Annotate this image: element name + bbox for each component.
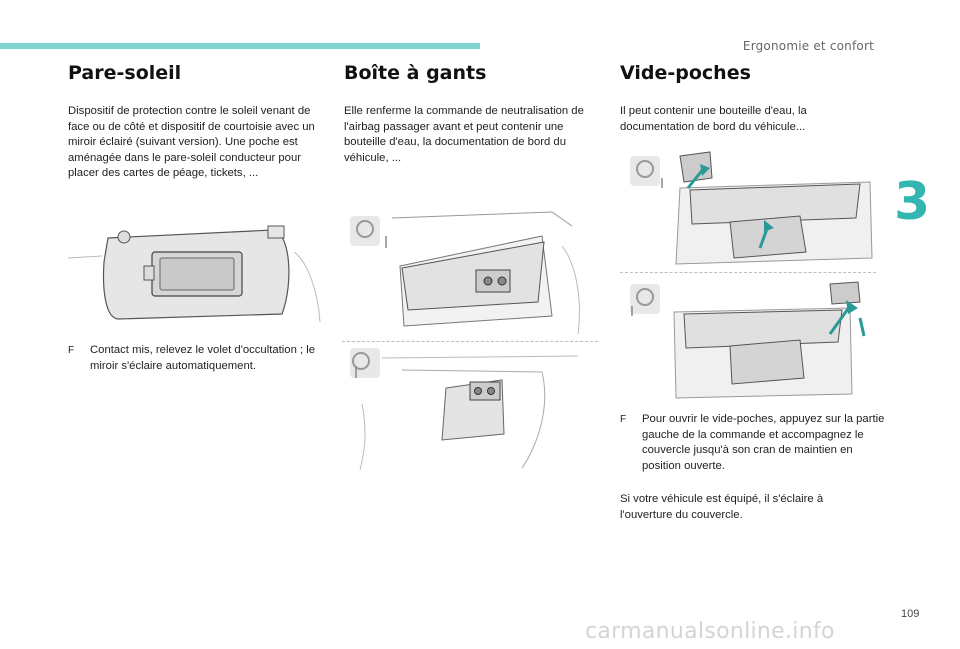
heading-pare-soleil: Pare-soleil bbox=[68, 62, 182, 84]
steering-wheel-icon bbox=[630, 156, 663, 188]
storage-tray-illustration-bottom bbox=[630, 281, 866, 399]
column-pare-soleil: Pare-soleil Dispositif de protection con… bbox=[68, 62, 323, 182]
header-accent-bar bbox=[0, 43, 480, 49]
steering-wheel-icon bbox=[350, 216, 387, 248]
column-boite-a-gants: Boîte à gants Elle renferme la commande … bbox=[344, 62, 599, 166]
bullet-text-pare-soleil: Contact mis, relevez le volet d'occultat… bbox=[90, 344, 316, 372]
glovebox-illustration-top bbox=[350, 211, 580, 335]
paragraph-vide-poches: Il peut contenir une bouteille d'eau, la… bbox=[620, 105, 807, 133]
separator-dashed bbox=[342, 341, 598, 342]
paragraph-pare-soleil: Dispositif de protection contre le solei… bbox=[68, 105, 315, 180]
bullet-pare-soleil: F Contact mis, relevez le volet d'occult… bbox=[68, 343, 340, 374]
heading-vide-poches: Vide-poches bbox=[620, 62, 751, 84]
bullet-text-vide-poches: Pour ouvrir le vide-poches, appuyez sur … bbox=[642, 413, 885, 472]
steering-wheel-icon bbox=[350, 348, 380, 378]
paragraph-vide-poches-note: Si votre véhicule est équipé, il s'éclai… bbox=[620, 493, 824, 521]
watermark: carmanualsonline.info bbox=[585, 619, 835, 644]
chapter-number: 3 bbox=[894, 172, 931, 232]
bullet-vide-poches: F Pour ouvrir le vide-poches, appuyez su… bbox=[620, 412, 894, 474]
page-number: 109 bbox=[901, 608, 920, 620]
glovebox-illustration-bottom bbox=[350, 348, 579, 471]
paragraph-boite-a-gants: Elle renferme la commande de neutralisat… bbox=[344, 105, 584, 164]
steering-wheel-icon bbox=[630, 284, 660, 316]
column-vide-poches: Vide-poches Il peut contenir une bouteil… bbox=[620, 62, 875, 135]
bullet-marker: F bbox=[68, 345, 75, 356]
bullet-marker: F bbox=[620, 414, 627, 425]
storage-tray-illustration-top bbox=[630, 151, 873, 265]
sun-visor-illustration bbox=[68, 225, 321, 323]
separator-dashed bbox=[620, 272, 876, 273]
heading-boite-a-gants: Boîte à gants bbox=[344, 62, 487, 84]
section-title: Ergonomie et confort bbox=[742, 39, 874, 53]
